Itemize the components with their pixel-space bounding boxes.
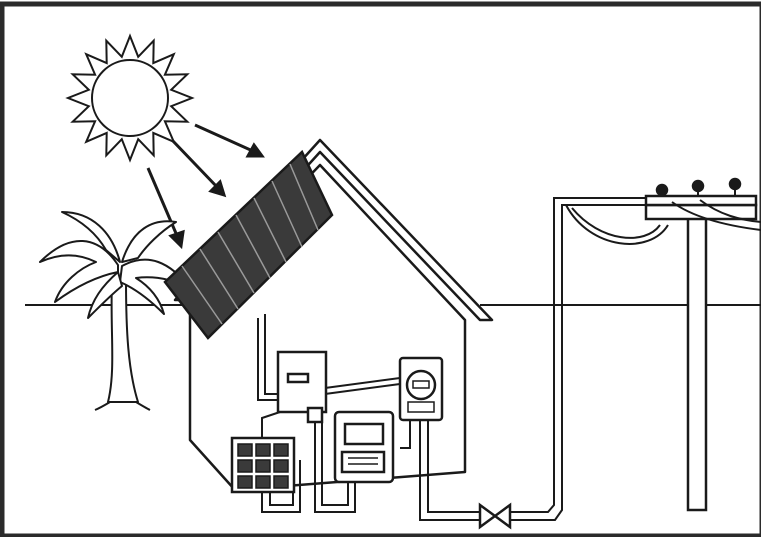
- electric-meter-icon: [398, 356, 444, 422]
- sun-icon: [65, 33, 195, 163]
- arrow-icon: [146, 167, 185, 250]
- power-pole-icon: [644, 177, 761, 512]
- sun-rays-arrows: [146, 123, 265, 250]
- battery-bank-icon: [230, 436, 296, 494]
- arrow-icon: [170, 138, 227, 198]
- disconnect-switch-icon: [478, 502, 512, 530]
- wiring: [257, 197, 669, 521]
- solar-panel-icon: [163, 149, 334, 340]
- inverter-icon: [276, 350, 328, 424]
- charge-controller-icon: [333, 410, 395, 484]
- palm-tree-icon: [39, 211, 191, 411]
- arrow-icon: [194, 123, 265, 158]
